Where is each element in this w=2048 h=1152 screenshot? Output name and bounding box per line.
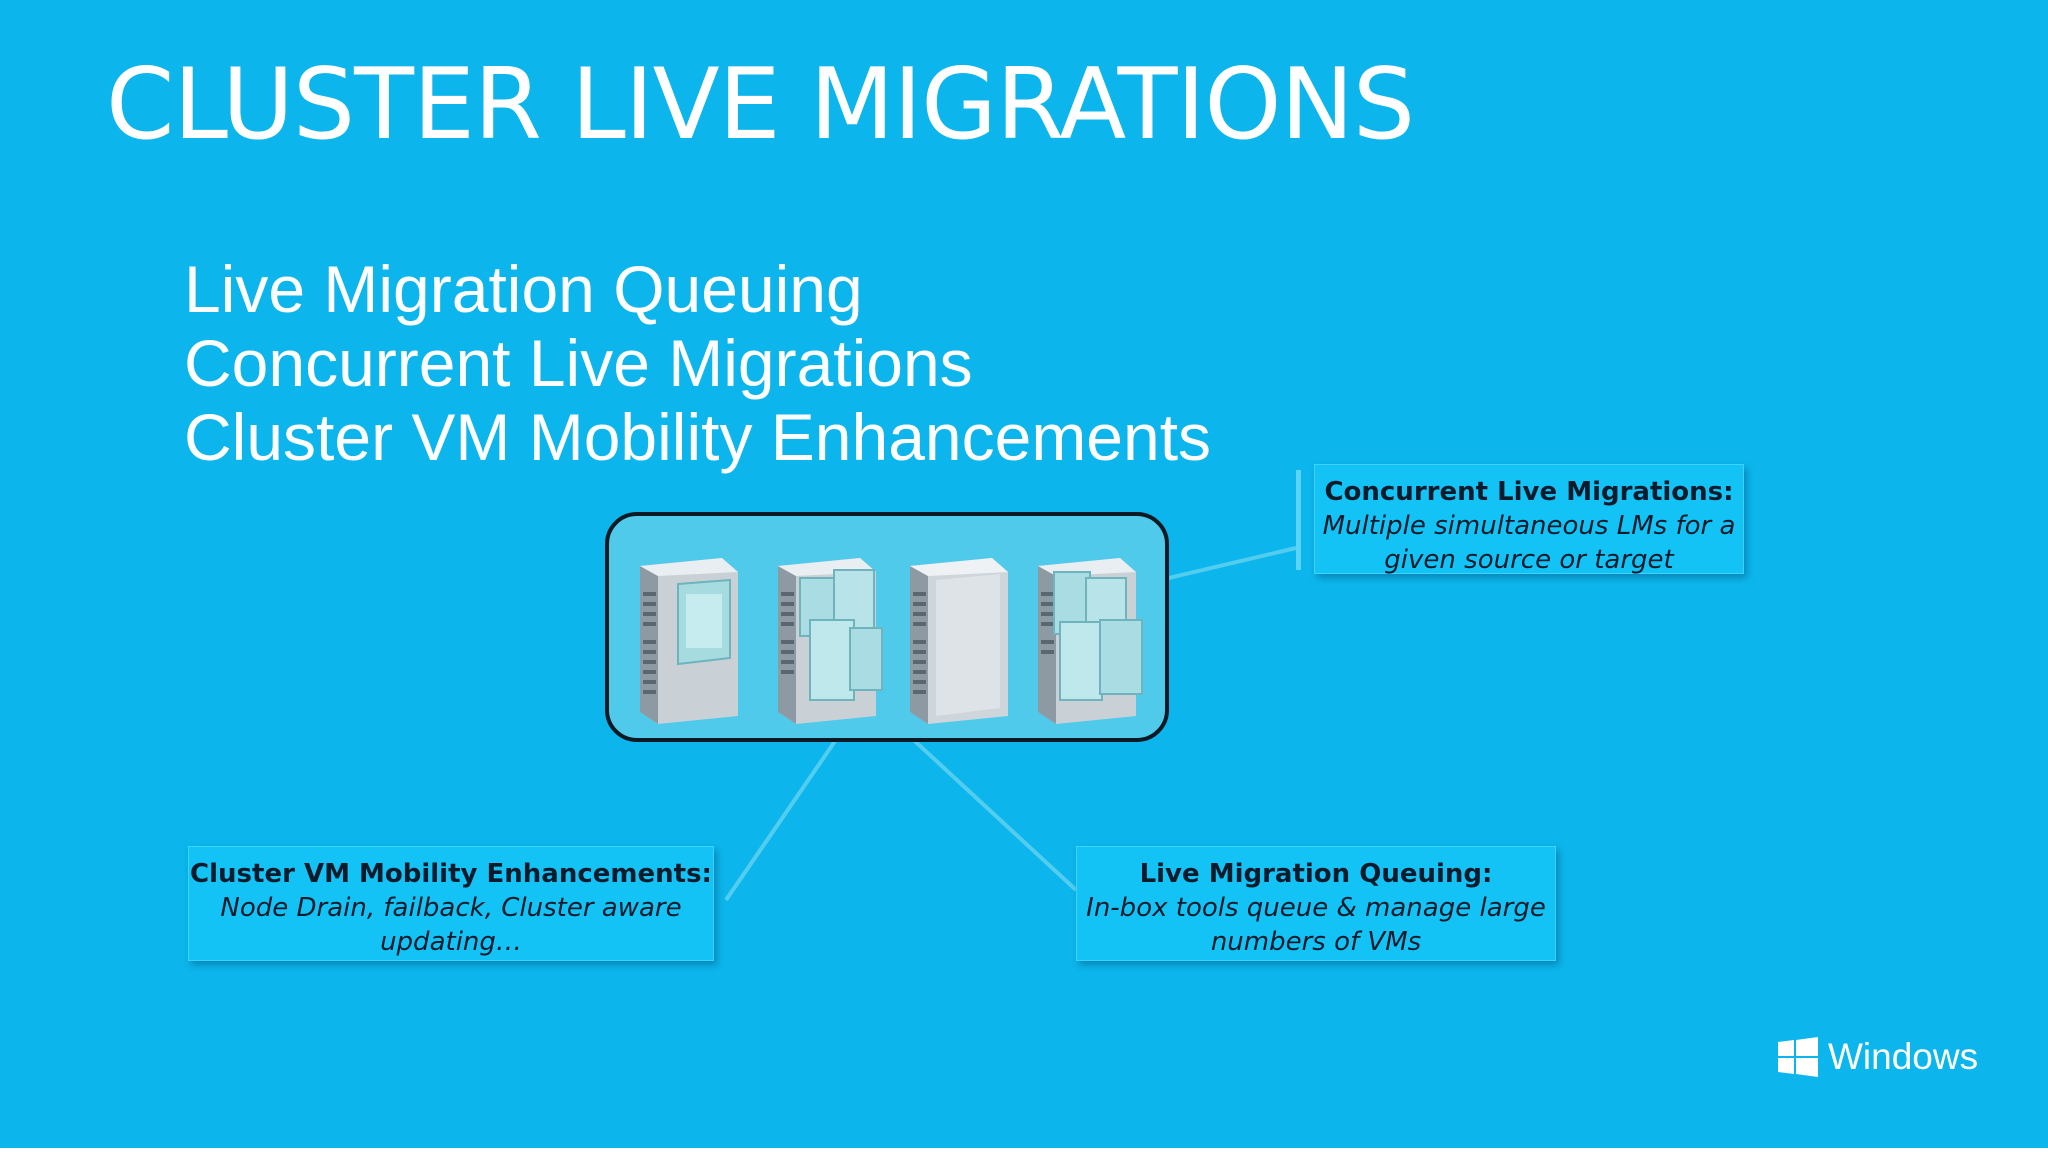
bullet-item: Live Migration Queuing	[184, 252, 863, 326]
callout-heading: Concurrent Live Migrations:	[1324, 477, 1734, 507]
bullet-item: Concurrent Live Migrations	[184, 326, 973, 400]
bullet-list: Live Migration Queuing Concurrent Live M…	[184, 252, 1211, 474]
bullet-item: Cluster VM Mobility Enhancements	[184, 400, 1212, 474]
callout-heading: Live Migration Queuing:	[1139, 859, 1493, 889]
slide-title: CLUSTER LIVE MIGRATIONS	[106, 48, 1415, 162]
callout-text: Node Drain, failback, Cluster aware	[220, 893, 682, 923]
windows-branding: Windows	[1778, 1036, 1978, 1078]
callout-concurrent-live-migrations: Concurrent Live Migrations: Multiple sim…	[1314, 464, 1744, 575]
callout-heading: Cluster VM Mobility Enhancements:	[190, 859, 712, 889]
server-with-vms-icon	[1038, 558, 1143, 724]
callout-text: Multiple simultaneous LMs for a	[1322, 511, 1736, 541]
callout-live-migration-queuing: Live Migration Queuing: In-box tools que…	[1076, 846, 1556, 961]
callout-text: updating…	[380, 927, 522, 957]
callout-text: numbers of VMs	[1210, 927, 1422, 957]
callout-text: given source or target	[1384, 545, 1674, 575]
callout-text: In-box tools queue & manage large	[1086, 893, 1546, 923]
windows-wordmark: Windows	[1828, 1036, 1979, 1077]
server-with-vms-icon	[778, 558, 883, 724]
server-icon	[910, 558, 1008, 724]
callout-accent-bar	[1296, 470, 1301, 570]
callout-cluster-vm-mobility: Cluster VM Mobility Enhancements: Node D…	[188, 846, 714, 961]
windows-logo-icon	[1778, 1037, 1818, 1077]
server-icon	[640, 558, 738, 724]
